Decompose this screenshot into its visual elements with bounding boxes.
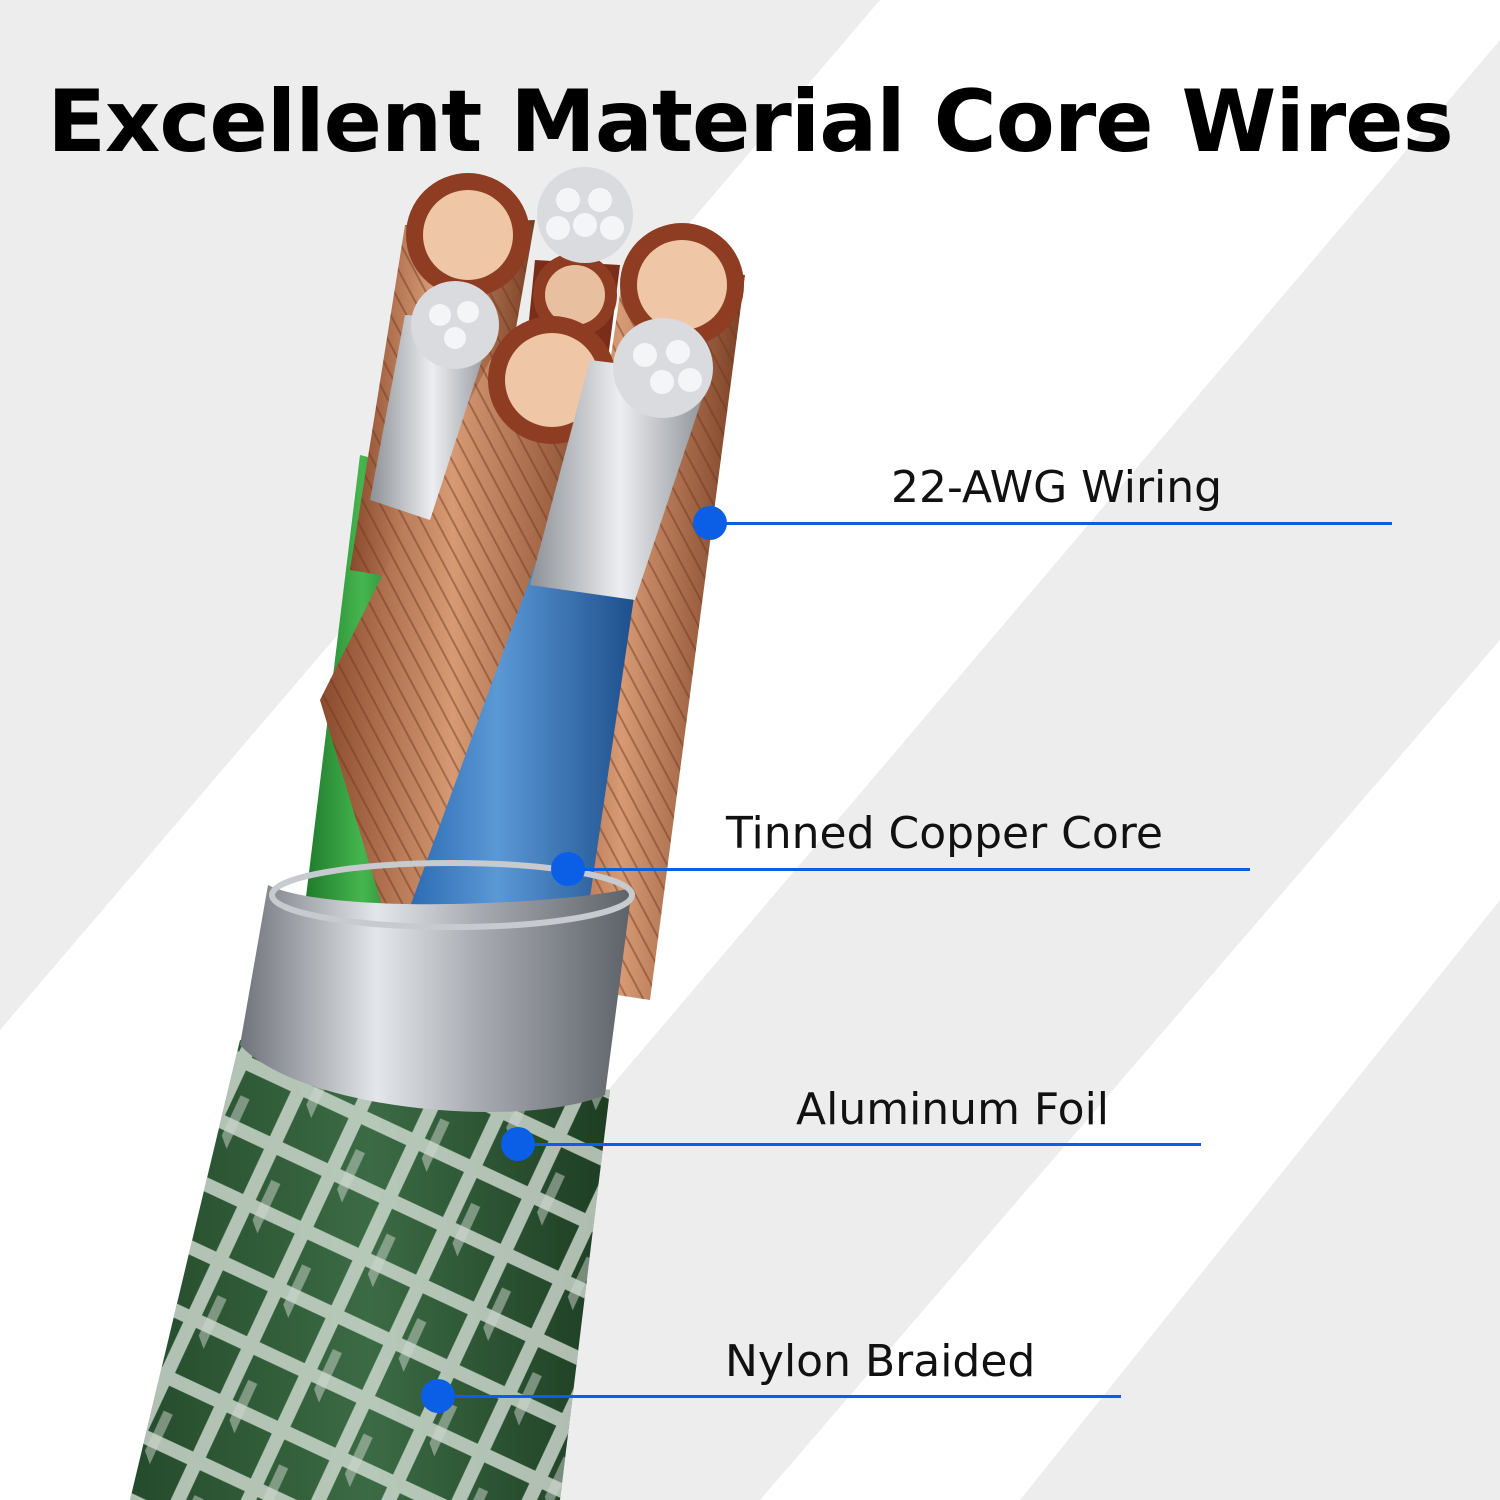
callout-label-22-awg-wiring: 22-AWG Wiring xyxy=(891,462,1223,513)
callout-label-tinned-copper-core: Tinned Copper Core xyxy=(726,808,1163,859)
callout-dot-nylon-braided xyxy=(421,1379,455,1413)
callout-line-aluminum-foil xyxy=(518,1143,1201,1146)
nylon-braided-jacket xyxy=(130,1040,610,1500)
blue-wire xyxy=(385,318,713,1000)
callout-dot-22-awg-wiring xyxy=(693,506,727,540)
callout-label-nylon-braided: Nylon Braided xyxy=(725,1336,1036,1387)
aluminum-foil-ring xyxy=(240,860,635,1113)
callout-line-nylon-braided xyxy=(438,1395,1121,1398)
callout-line-tinned-copper-core xyxy=(568,868,1250,871)
page-title: Excellent Material Core Wires xyxy=(47,72,1454,172)
silver-wire-left xyxy=(370,281,499,520)
callout-dot-tinned-copper-core xyxy=(551,852,585,886)
callout-label-aluminum-foil: Aluminum Foil xyxy=(796,1084,1110,1135)
silver-wire-top xyxy=(537,167,633,263)
callout-line-22-awg-wiring xyxy=(710,522,1392,525)
callout-dot-aluminum-foil xyxy=(501,1127,535,1161)
